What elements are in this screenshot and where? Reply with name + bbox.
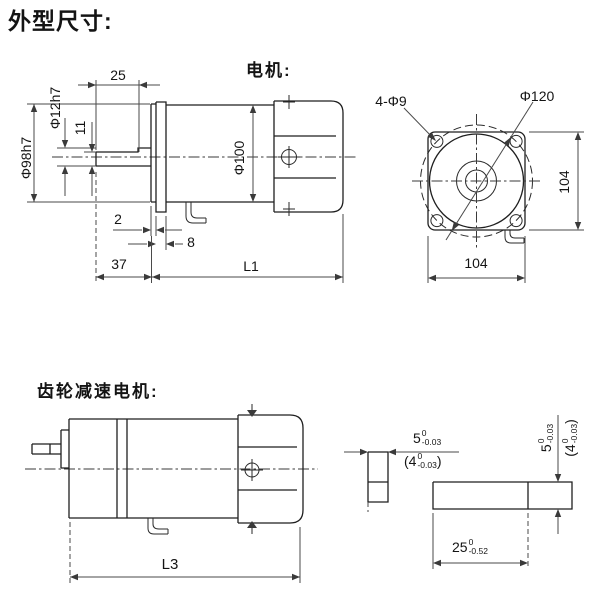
dim-flange-thickness: 8	[187, 234, 195, 250]
gear-output-shaft	[32, 444, 61, 454]
gear-motor-section-label: 齿轮减速电机:	[37, 382, 159, 401]
gear-output-boss	[61, 430, 69, 468]
key-height-value: 5	[538, 444, 554, 453]
dim-body-length: L1	[243, 258, 259, 274]
dim-key-height: 5 0 -0.03	[536, 418, 555, 458]
bolt-hole	[431, 215, 443, 227]
key-detail-views	[344, 415, 572, 569]
motor-front-view	[404, 102, 584, 283]
terminal-screw-symbol	[278, 146, 300, 168]
dim-flange-height: 104	[556, 170, 572, 194]
page-title: 外型尺寸:	[8, 8, 113, 34]
gear-terminal-screw-symbol	[241, 459, 263, 481]
key-width-alt-tolerance: 0 -0.03	[417, 451, 437, 470]
mounting-flange	[156, 102, 166, 212]
key-height-tolerance: 0 -0.03	[536, 423, 555, 444]
keyway-length-tolerance: 0 -0.52	[468, 537, 488, 556]
keyway-length-value: 25	[452, 539, 468, 555]
dim-body-diameter: Φ100	[231, 140, 247, 176]
key-width-tolerance: 0 -0.03	[421, 428, 442, 447]
bolt-circle-leader	[446, 102, 533, 240]
gear-terminal-cover	[238, 415, 303, 523]
dim-mounting-holes: 4-Φ9	[375, 93, 407, 109]
dim-bolt-circle: Φ120	[519, 88, 555, 104]
gear-top-mark	[247, 410, 257, 417]
output-shaft	[96, 148, 151, 166]
bolt-hole	[431, 135, 443, 147]
motor-side-dimensions	[27, 80, 343, 283]
bottom-mark	[283, 202, 295, 216]
key-height-alt-value: 4	[562, 444, 578, 453]
bolt-hole	[510, 215, 522, 227]
gear-power-cable	[148, 518, 168, 534]
dim-spigot-depth: 2	[114, 211, 122, 227]
key-end-view	[368, 452, 388, 502]
dim-spigot-diameter: Φ98h7	[18, 136, 34, 180]
dim-shaft-diameter: Φ12h7	[47, 86, 63, 130]
motor-body	[166, 105, 274, 202]
key-height-alt-tolerance: 0 -0.03	[560, 423, 579, 444]
dim-total-length: L3	[161, 556, 179, 573]
key-side-view	[433, 482, 572, 509]
gear-motor-side-view	[25, 404, 318, 583]
dim-flange-width: 104	[464, 255, 488, 271]
terminal-cover	[274, 101, 343, 212]
power-cable	[186, 202, 206, 223]
top-mark	[283, 95, 295, 109]
bolt-hole	[510, 135, 522, 147]
dim-key-width: 5 0 -0.03	[413, 429, 441, 447]
motor-side-view	[52, 95, 358, 223]
spigot-boss	[151, 104, 156, 202]
key-width-value: 5	[413, 430, 421, 446]
dim-key-width-alt: ( 4 0 -0.03 )	[404, 451, 442, 470]
dim-flat-length: 25	[110, 67, 126, 83]
gear-bottom-mark	[247, 521, 257, 528]
dim-keyway-length: 25 0 -0.52	[452, 538, 488, 556]
front-center-lines	[412, 114, 541, 248]
motor-section-label: 电机:	[246, 61, 292, 80]
key-width-alt-value: 4	[408, 453, 417, 469]
dim-flat-height: 11	[72, 120, 88, 136]
dim-key-height-alt: ( 4 0 -0.03 )	[560, 419, 579, 457]
dim-shaft-length: 37	[111, 256, 127, 272]
front-cable	[505, 230, 524, 243]
